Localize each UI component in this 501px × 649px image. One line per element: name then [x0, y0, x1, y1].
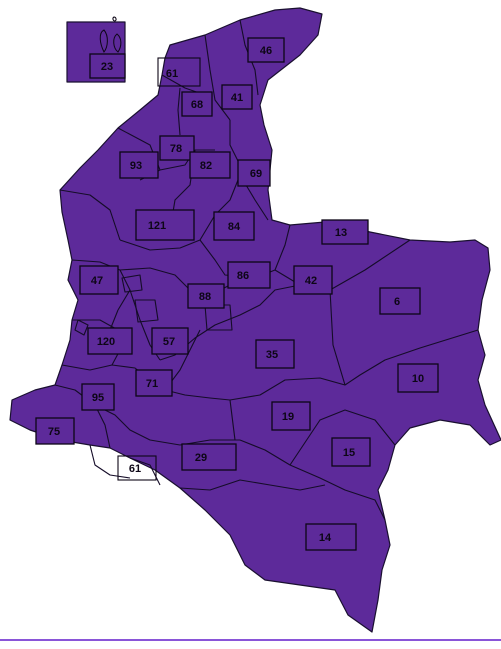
dept-value: 13	[335, 227, 347, 239]
dept-label-29[interactable]: 29	[181, 443, 237, 471]
dept-label-42[interactable]: 42	[293, 265, 333, 295]
dept-value: 6	[394, 296, 400, 308]
dept-value: 82	[200, 160, 212, 172]
dept-label-13[interactable]: 13	[321, 219, 369, 245]
dept-value: 61	[166, 68, 178, 80]
coastal-detail	[121, 274, 143, 293]
dept-label-68[interactable]: 68	[181, 91, 213, 117]
dept-label-78[interactable]: 78	[159, 135, 195, 161]
dept-label-61-south[interactable]: 61	[117, 455, 157, 481]
dept-label-82[interactable]: 82	[189, 151, 231, 179]
dept-label-121[interactable]: 121	[135, 209, 195, 241]
dept-value: 10	[412, 373, 424, 385]
dept-value: 15	[343, 447, 355, 459]
dept-value: 86	[237, 270, 249, 282]
dept-value: 57	[163, 336, 175, 348]
dept-label-75[interactable]: 75	[35, 417, 75, 445]
dept-label-95[interactable]: 95	[81, 383, 115, 411]
dept-value: 14	[319, 532, 332, 544]
dept-label-47[interactable]: 47	[79, 265, 119, 295]
dept-label-10[interactable]: 10	[397, 363, 439, 393]
dept-value: 29	[195, 452, 207, 464]
dept-value: 69	[250, 168, 262, 180]
dept-value: 41	[231, 92, 243, 104]
dept-label-120[interactable]: 120	[87, 327, 133, 355]
dept-value: 93	[130, 160, 142, 172]
dept-label-15[interactable]: 15	[331, 437, 371, 467]
dept-label-19[interactable]: 19	[271, 401, 311, 431]
dept-value: 71	[146, 378, 158, 390]
dept-label-88[interactable]: 88	[187, 283, 225, 309]
dept-value: 47	[91, 275, 103, 287]
coastal-detail	[74, 319, 89, 336]
dept-value: 23	[101, 61, 113, 73]
dept-value: 95	[92, 392, 104, 404]
island-shape-icon	[99, 16, 122, 53]
dept-label-46[interactable]: 46	[247, 37, 285, 63]
dept-value: 75	[48, 426, 60, 438]
dept-value: 120	[97, 336, 115, 348]
dept-value: 68	[191, 99, 203, 111]
dept-value: 84	[228, 221, 241, 233]
dept-label-57[interactable]: 57	[151, 327, 189, 355]
dept-value: 88	[199, 291, 211, 303]
dept-label-93[interactable]: 93	[119, 151, 159, 179]
dept-value: 46	[260, 45, 272, 57]
dept-label-61-north[interactable]: 61	[157, 57, 201, 87]
dept-value: 61	[129, 463, 141, 475]
department-labels: 46 61 68 41 23 78 93 82	[35, 37, 439, 551]
dept-value: 78	[170, 143, 182, 155]
dept-label-23[interactable]: 23	[89, 53, 126, 79]
dept-value: 35	[266, 349, 278, 361]
dept-label-71[interactable]: 71	[135, 369, 173, 397]
dept-label-6[interactable]: 6	[379, 287, 421, 315]
dept-value: 121	[148, 220, 166, 232]
dept-label-86[interactable]: 86	[227, 261, 271, 289]
dept-label-41[interactable]: 41	[221, 84, 253, 110]
coastal-detail	[134, 299, 159, 323]
dept-value: 19	[282, 411, 294, 423]
dept-label-35[interactable]: 35	[255, 339, 295, 369]
dept-label-14[interactable]: 14	[305, 523, 357, 551]
dept-label-69[interactable]: 69	[237, 159, 271, 187]
dept-value: 42	[305, 275, 317, 287]
dept-label-84[interactable]: 84	[213, 211, 255, 241]
